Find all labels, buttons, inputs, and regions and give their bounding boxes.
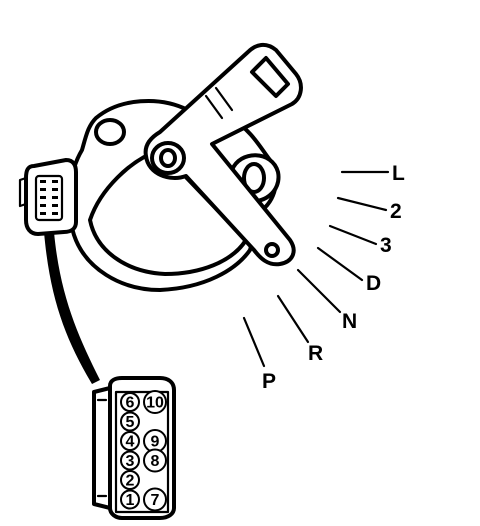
pin-circle-3 (120, 450, 140, 471)
shift-lever-arm (143, 43, 303, 267)
gear-label-D: D (366, 272, 381, 295)
pin-number-9: 9 (151, 434, 160, 451)
pin-circle-7 (143, 487, 167, 512)
pin-number-10: 10 (146, 395, 164, 412)
pin-circle-2 (120, 470, 140, 490)
gear-label-R: R (308, 342, 323, 365)
gear-leader-lines (242, 170, 390, 368)
pin-number-5: 5 (126, 414, 135, 431)
switch-connector (18, 158, 100, 384)
pin-number-4: 4 (126, 434, 135, 451)
pin-circle-10 (143, 390, 167, 414)
lever-pin (264, 242, 280, 258)
pin-circle-6 (120, 392, 140, 412)
mounting-hole-left (94, 118, 126, 146)
leader-N (296, 268, 342, 314)
leader-R (276, 294, 310, 344)
pin-number-8: 8 (151, 453, 160, 470)
pin-number-2: 2 (126, 473, 135, 490)
gear-label-L: L (392, 162, 405, 185)
leader-P (242, 316, 266, 368)
gear-label-3: 3 (380, 234, 392, 257)
pivot-hole (159, 148, 177, 168)
gear-label-2: 2 (390, 200, 402, 223)
gear-labels: L 2 3 D N R P (262, 162, 405, 393)
mounting-hole-right (242, 162, 266, 194)
gear-label-P: P (262, 370, 276, 393)
pivot-hub (150, 141, 186, 175)
pin-circle-4 (120, 431, 140, 451)
gear-label-N: N (342, 310, 357, 333)
leader-2 (336, 196, 388, 212)
leader-3 (328, 224, 378, 246)
pin-circle-5 (120, 411, 140, 432)
leader-D (316, 246, 364, 282)
pin-number-3: 3 (126, 453, 135, 470)
pin-number-7: 7 (151, 492, 160, 509)
pin-circle-1 (120, 489, 140, 510)
pin-number-6: 6 (126, 395, 135, 412)
pin-number-1: 1 (126, 492, 135, 509)
pin-circle-8 (143, 448, 167, 473)
